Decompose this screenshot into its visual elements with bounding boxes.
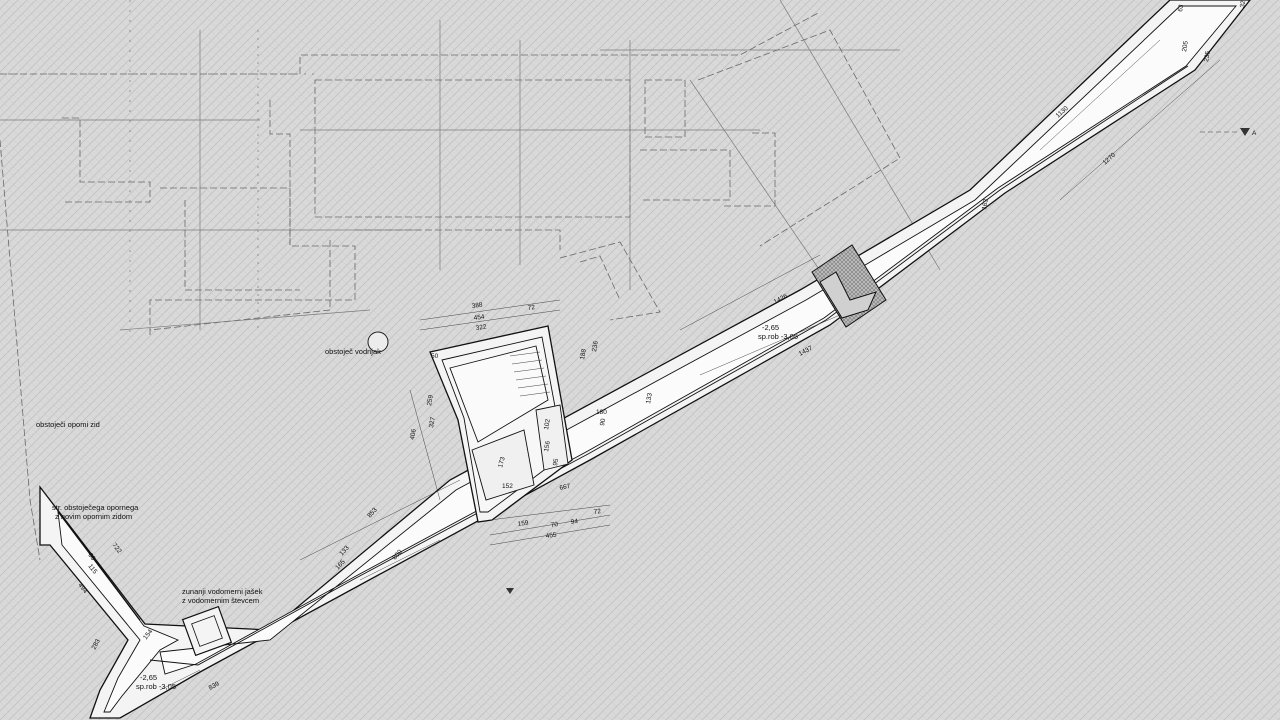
dim-text: 156 [543,440,552,452]
section-marker-label: A [1252,130,1257,137]
dimension-texts: 1130 1270 1426 1437 853 800 839 722 494 … [76,0,1247,692]
dim-text: 63 [1177,4,1185,13]
level-mid-2: sp.rob -3,05 [758,332,798,341]
dim-text: 90 [599,418,607,427]
dim-text: 83 [86,552,96,562]
note-shaft-line1: zunanji vodomerni jašek [182,587,263,596]
note-demolish-line2: z novim opornim zidom [55,512,132,521]
section-marker-triangle [1240,128,1250,136]
dim-text: 839 [208,680,221,691]
dim-text: 236 [591,340,600,352]
dim-text: 259 [426,394,435,406]
level-low-1: -2,65 [140,673,157,682]
dim-text: 102 [543,418,552,430]
dim-text: 205 [1181,40,1190,52]
dim-text: 94 [570,518,579,526]
dim-text: 173 [497,456,507,469]
level-low-2: sp.rob -3,05 [136,682,176,691]
dim-text: 72 [527,304,536,312]
dim-text: 70 [550,521,559,529]
note-shaft-line2: z vodomernim števcem [182,596,259,605]
dim-text: 180 [596,409,607,416]
dim-text: 163 [981,198,990,210]
water-meter-chamber [429,325,573,523]
dim-text: 72 [593,508,602,516]
note-demolish-line1: str. obstoječega opornega [52,503,139,512]
dim-text: 188 [579,348,588,360]
dim-text: 667 [559,483,571,492]
dim-text: 324 [1239,0,1248,8]
level-mid-1: -2,65 [762,323,779,332]
new-retaining-wall [39,0,1251,719]
dim-text: 322 [475,323,487,331]
dim-text: 133 [645,392,654,404]
existing-well-circle [367,331,389,353]
expansion-joint-block [811,244,887,328]
section-marker-triangle-lower [506,588,514,594]
dimension-lines [159,39,1238,691]
dim-text: 50 [431,353,439,360]
dim-text: 95 [552,458,560,467]
dim-text: 406 [409,428,418,440]
existing-building-gridlines [0,0,941,340]
dim-text: 454 [473,313,485,321]
dim-text: 235 [1203,50,1212,62]
dim-text: 455 [545,531,557,539]
dim-text: 159 [517,519,529,527]
dim-text: 388 [471,301,483,309]
dim-text: 327 [428,416,437,428]
dim-text: 283 [91,638,102,651]
external-meter-shaft-inner [191,615,223,647]
note-existing-well: obstoječ vodnjak [325,347,381,356]
external-meter-shaft [181,605,233,657]
note-existing-wall: obstoječi opomi zid [36,420,100,429]
dim-text: 152 [502,483,513,490]
